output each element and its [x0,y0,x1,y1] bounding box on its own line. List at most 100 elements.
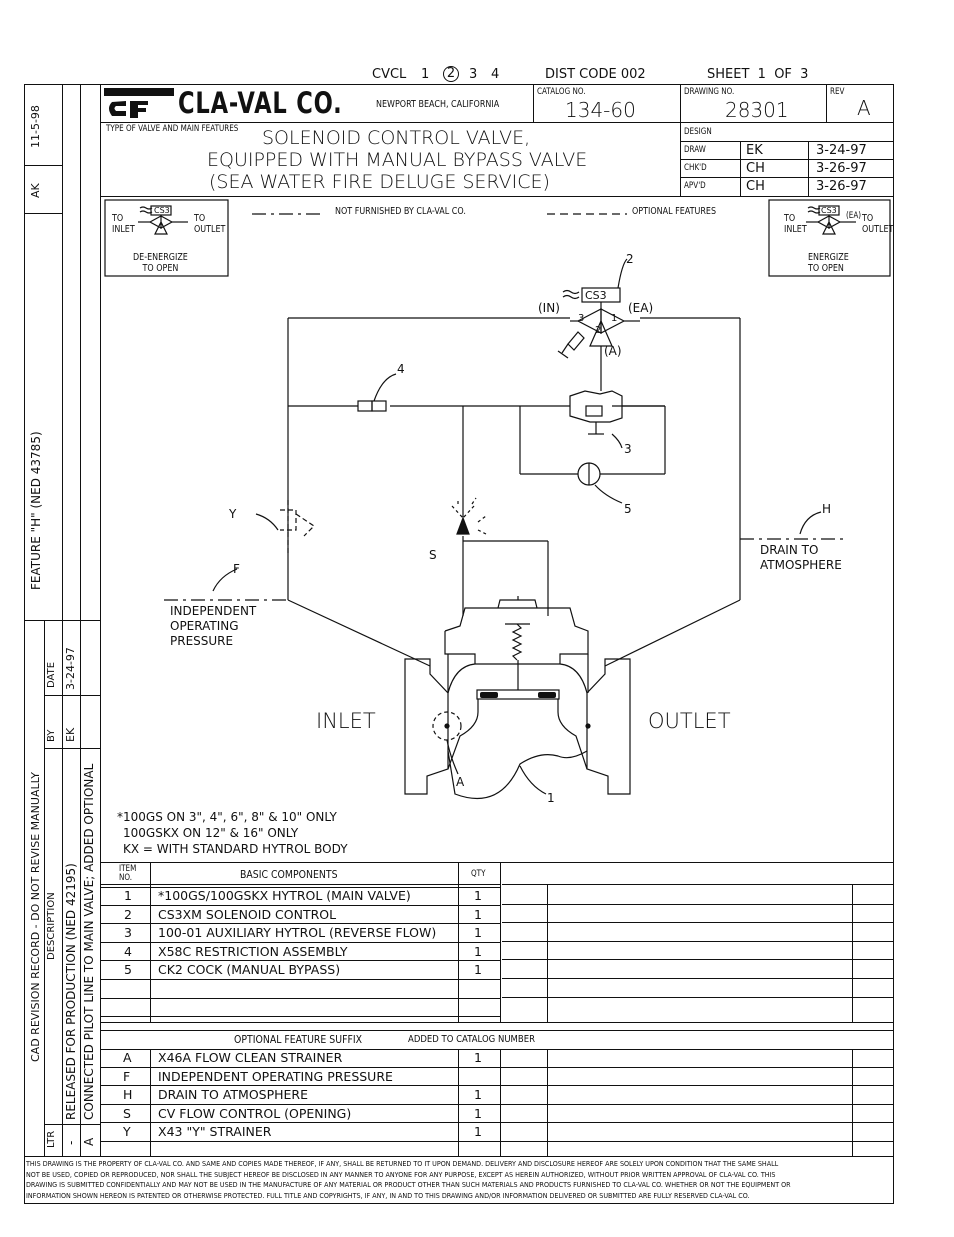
energize-to-outlet: TO OUTLET [862,213,894,235]
rev-letter: A [857,96,871,120]
suffix-desc: X43 "Y" STRAINER [158,1124,272,1140]
deenergize-to-outlet: TO OUTLET [194,213,226,235]
footer-line: DRAWING IS SUBMITTED CONFIDENTIALLY AND … [26,1180,791,1189]
table-divider [500,862,501,1022]
table-divider [547,884,548,1022]
table-row [502,884,894,905]
rev2-ltr: A [82,1137,96,1146]
proprietary-notice: THIS DRAWING IS THE PROPERTY OF CLA-VAL … [26,1159,892,1201]
table-row [100,999,500,1018]
title-divider [100,196,894,197]
rev-date: 3-24-97 [64,647,77,690]
energize-inset-box [768,199,891,277]
rev-col-ltr: LTR [46,1130,57,1148]
item-desc: 100-01 AUXILIARY HYTROL (REVERSE FLOW) [158,925,437,941]
port-3-label: 3 [578,313,585,324]
revision-record-title: CAD REVISION RECORD - DO NOT REVISE MANU… [29,771,42,1062]
title-divider [100,122,894,123]
item-desc: CK2 COCK (MANUAL BYPASS) [158,962,341,978]
schematic-diagram [104,199,891,800]
approval-role: CHK'D [684,163,707,173]
energize-coil: CS3 [821,206,837,215]
table-divider [100,862,894,863]
port-a-label: (A) [604,344,622,358]
rev-col-description: DESCRIPTION [46,892,57,960]
rev1-ltr: - [64,1140,78,1145]
title-divider [680,159,894,160]
approval-date: 3-24-97 [816,143,867,158]
rev-divider [44,620,45,1156]
sheet-number: SHEET 1 OF 3 [707,67,809,82]
company-location: NEWPORT BEACH, CALIFORNIA [376,99,500,110]
margin-divider [24,213,62,214]
suffix-letter: Y [123,1124,131,1140]
table-divider [852,1049,853,1156]
port-ea-label: (EA) [628,301,654,315]
optional-table-added: ADDED TO CATALOG NUMBER [408,1034,535,1045]
note-line-1: *100GS ON 3", 4", 6", 8" & 10" ONLY [117,810,337,824]
table-row: H DRAIN TO ATMOSPHERE 1 [100,1086,894,1105]
dist-code: DIST CODE 002 [545,67,646,82]
table-row [502,923,894,942]
item-qty: 1 [474,906,482,922]
rev-divider [62,620,63,1156]
callout-5: 5 [624,502,632,516]
margin-divider [80,84,81,620]
callout-f: F [233,562,240,576]
company-name: CLA-VAL CO. [178,86,343,120]
title-divider [826,84,827,122]
suffix-desc: CV FLOW CONTROL (OPENING) [158,1105,352,1121]
feature-h-note: FEATURE "H" (NED 43785) [29,431,43,590]
approval-role: APV'D [684,181,706,191]
rev2-description: CONNECTED PILOT LINE TO MAIN VALVE; ADDE… [82,763,96,1120]
suffix-desc: X46A FLOW CLEAN STRAINER [158,1050,343,1065]
callout-h: H [822,502,832,516]
drawing-number: 28301 [725,98,789,122]
right-empty-rows [502,884,894,998]
col-basic-components: BASIC COMPONENTS [240,868,338,881]
legend-optional: OPTIONAL FEATURES [632,206,717,217]
table-divider [100,1022,894,1023]
title-divider [808,141,809,196]
table-row [502,942,894,961]
port-2-label: 2 [595,325,602,336]
item-desc: CS3XM SOLENOID CONTROL [158,906,337,922]
drain-note: DRAIN TO ATMOSPHERE [760,543,842,572]
title-divider [680,84,681,196]
title-divider [740,141,741,196]
footer-line: THIS DRAWING IS THE PROPERTY OF CLA-VAL … [26,1159,779,1168]
approval-by: CH [746,161,765,176]
margin-top-by: AK [29,183,42,198]
rev-divider [44,748,100,749]
suffix-qty: 1 [474,1124,482,1140]
item-no: 3 [124,925,132,941]
item-desc: X58C RESTRICTION ASSEMBLY [158,943,348,959]
item-desc: *100GS/100GSKX HYTROL (MAIN VALVE) [158,888,411,903]
cvcl-option-2-circled: 2 [443,66,459,82]
title-line-3: (SEA WATER FIRE DELUGE SERVICE) [209,171,550,193]
title-line-2: EQUIPPED WITH MANUAL BYPASS VALVE [207,149,588,171]
table-divider [500,1049,501,1156]
design-label: DESIGN [684,127,712,137]
suffix-qty: 1 [474,1050,482,1065]
item-no: 5 [124,962,132,978]
item-no: 1 [124,888,132,903]
table-divider [100,884,500,885]
margin-divider [62,84,63,620]
catalog-number: 134-60 [565,98,636,122]
item-no: 4 [124,943,132,959]
energize-to-inlet: TO INLET [784,213,807,235]
item-qty: 1 [474,925,482,941]
outlet-label: OUTLET [648,709,731,733]
approval-by: CH [746,179,765,194]
table-row: 5 CK2 COCK (MANUAL BYPASS) 1 [100,961,500,980]
deenergize-to-inlet: TO INLET [112,213,135,235]
callout-3: 3 [624,442,632,456]
catalog-label: CATALOG NO. [537,87,586,97]
deenergize-caption: DE-ENERGIZE TO OPEN [133,252,188,274]
table-divider [100,1049,894,1050]
deenergize-coil: CS3 [154,206,170,215]
cla-val-logo [104,88,174,118]
table-divider [150,1049,151,1156]
table-row [100,980,500,999]
